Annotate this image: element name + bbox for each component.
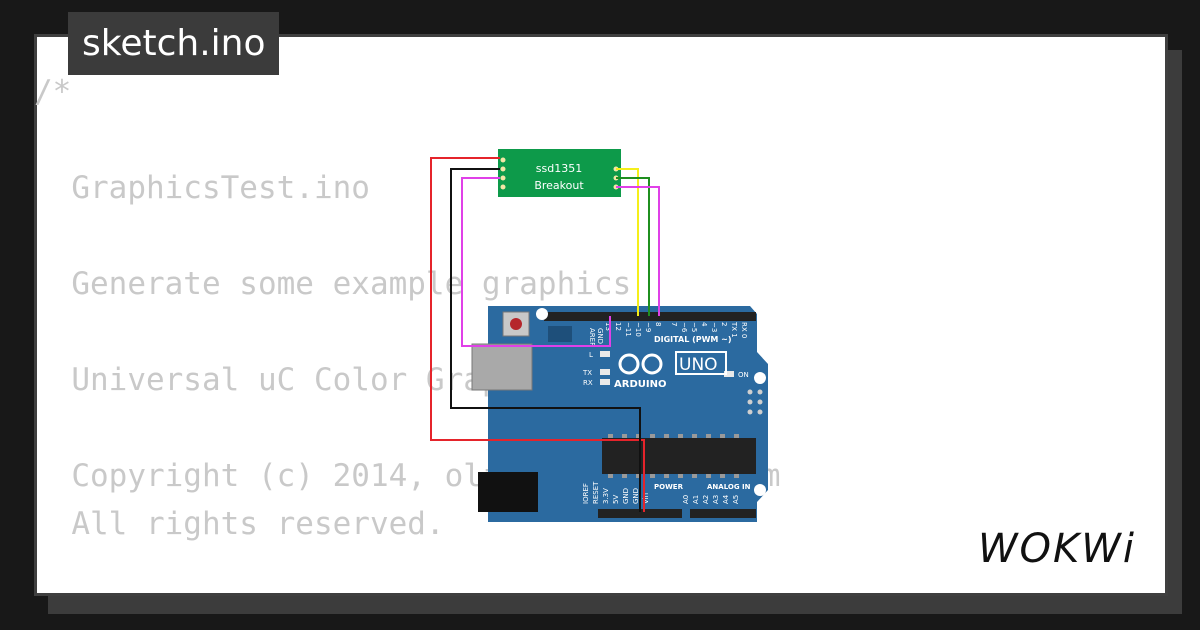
digital-header[interactable] — [544, 312, 756, 321]
oled-label-line2: Breakout — [534, 179, 584, 192]
power-pin-3v3: 3.3V — [602, 488, 610, 504]
pin-label-4: 4 — [700, 322, 708, 327]
icsp-header-right — [747, 389, 763, 415]
power-pin-reset: RESET — [592, 481, 600, 504]
atmega-chip — [602, 438, 756, 474]
power-label: POWER — [654, 483, 684, 491]
pin-label-11: ~11 — [624, 322, 632, 337]
pin-label-7: 7 — [670, 322, 678, 326]
analog-pin-a3: A3 — [712, 495, 720, 504]
led-on — [724, 371, 734, 377]
led-tx-label: TX — [582, 369, 592, 377]
board-name: UNO — [679, 355, 718, 375]
pin-label-5: ~5 — [690, 322, 698, 332]
wire-red[interactable] — [430, 157, 645, 512]
code-line: Generate some example graphics — [34, 266, 632, 302]
analog-label: ANALOG IN — [707, 483, 751, 491]
reset-button-cap[interactable] — [510, 318, 522, 330]
wire-magenta-right[interactable] — [616, 186, 660, 316]
arduino-brand: ARDUINO — [614, 379, 666, 390]
digital-header-label: DIGITAL (PWM ~) — [654, 335, 732, 344]
pin-label-rx: RX 0 — [740, 322, 748, 338]
led-rx — [600, 379, 610, 385]
filename-tab[interactable]: sketch.ino — [68, 12, 280, 75]
pin-label-10: ~10 — [634, 322, 642, 337]
oled-label-line1: ssd1351 — [536, 162, 582, 175]
icsp-header-top — [548, 326, 572, 342]
wire-yellow[interactable] — [616, 168, 639, 316]
led-l-label: L — [589, 351, 593, 359]
wire-green[interactable] — [616, 177, 650, 316]
pin-label-tx: TX 1 — [730, 321, 738, 338]
analog-pin-a4: A4 — [722, 494, 730, 504]
wire-magenta-left[interactable] — [461, 177, 611, 347]
led-on-label: ON — [738, 371, 749, 379]
power-pin-gnd1: GND — [622, 488, 630, 504]
arduino-uno-board[interactable]: AREF GND 13 12 ~11 ~10 ~9 8 7 ~6 ~5 4 ~3… — [471, 306, 768, 522]
code-line: All rights reserved. — [34, 506, 445, 542]
analog-pin-a1: A1 — [692, 495, 700, 504]
gnd-label: GND — [596, 328, 604, 344]
wire-black[interactable] — [450, 168, 641, 512]
aref-label: AREF — [588, 328, 596, 346]
analog-header[interactable] — [690, 509, 756, 518]
code-line: /* — [34, 74, 72, 110]
analog-pin-a5: A5 — [732, 495, 740, 504]
pin-label-2: 2 — [720, 322, 728, 326]
power-jack — [478, 472, 538, 512]
power-pin-5v: 5V — [612, 495, 620, 504]
uno-badge — [675, 351, 727, 375]
led-rx-label: RX — [583, 379, 593, 387]
usb-port — [471, 343, 533, 391]
mounting-hole — [754, 372, 766, 384]
led-tx — [600, 369, 610, 375]
ssd1351-breakout[interactable]: ssd1351 Breakout — [498, 149, 621, 197]
chip-pins — [608, 434, 739, 478]
mounting-hole — [754, 484, 766, 496]
pin-label-13: 13 — [604, 322, 612, 331]
led-l — [600, 351, 610, 357]
pin-label-8: 8 — [654, 322, 662, 326]
pin-label-12: 12 — [614, 322, 622, 331]
arduino-logo-icon — [618, 353, 663, 375]
analog-pin-a0: A0 — [682, 495, 690, 504]
wokwi-logo: WOKWi — [978, 526, 1136, 572]
code-line: GraphicsTest.ino — [34, 170, 370, 206]
power-pin-vin: Vin — [642, 493, 650, 504]
pin-label-6: ~6 — [680, 322, 688, 333]
pin-label-9: ~9 — [644, 322, 652, 332]
mounting-hole — [536, 308, 548, 320]
analog-pin-a2: A2 — [702, 495, 710, 504]
pin-label-3: ~3 — [710, 322, 718, 332]
power-pin-gnd2: GND — [632, 488, 640, 504]
power-pin-ioref: IOREF — [582, 483, 590, 504]
power-header[interactable] — [598, 509, 682, 518]
